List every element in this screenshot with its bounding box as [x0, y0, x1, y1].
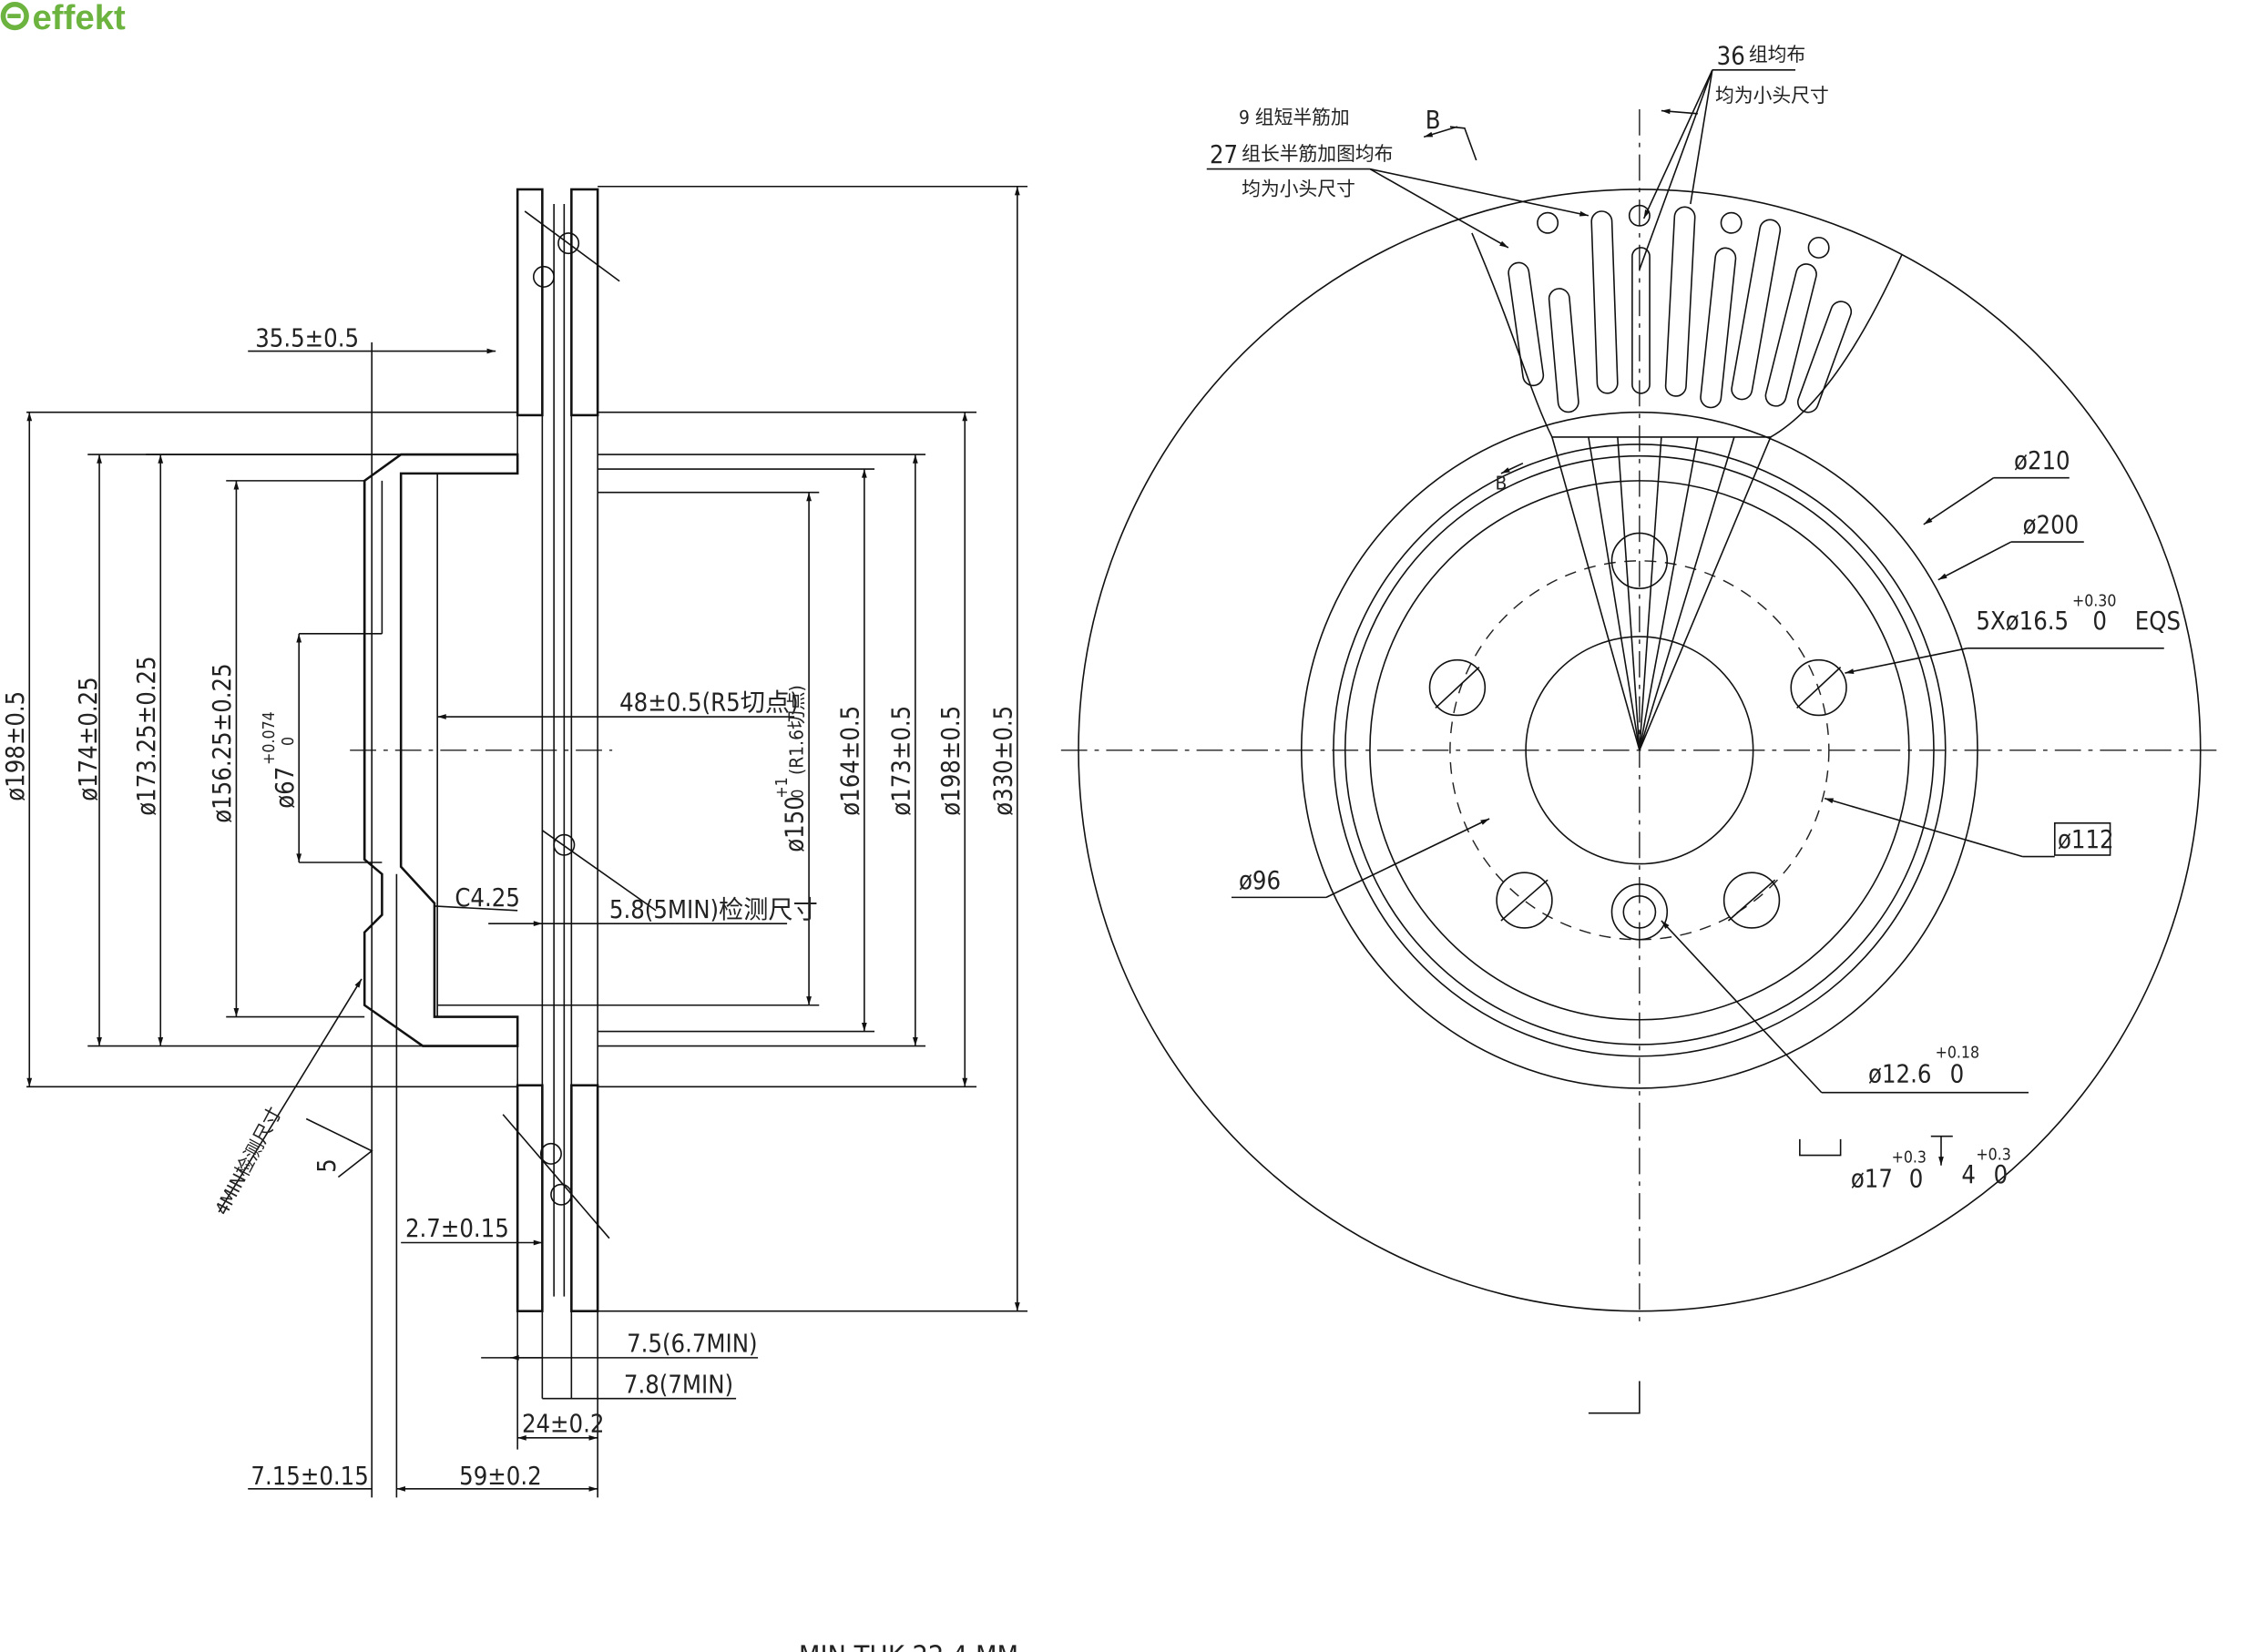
dim-67: ø67	[271, 767, 300, 809]
dim-7-15: 7.15±0.15	[250, 1463, 368, 1491]
dim-holes: 5Xø16.5	[1976, 607, 2069, 636]
note-36-line2: 均为小头尺寸	[1715, 85, 1829, 107]
note-ribs-line2: 组长半筋加图均布	[1242, 143, 1393, 165]
svg-text:effekt: effekt	[32, 0, 126, 37]
effekt-logo: effekt	[0, 0, 126, 37]
dim-173: ø173±0.5	[887, 706, 915, 816]
dim-depth-tol-upper: +0.3	[1976, 1146, 2010, 1164]
front-view: 9 组短半筋加 27 组长半筋加图均布 均为小头尺寸 36 组均布 均为小头尺寸…	[1060, 42, 2218, 1414]
dim-depth-tol-lower: 0	[1994, 1161, 2009, 1189]
roughness-symbol: 5	[313, 1158, 342, 1173]
dim-150-tol-lower: 0	[790, 790, 808, 799]
dim-depth: 4	[1961, 1161, 1976, 1189]
dim-59: 59±0.2	[459, 1463, 542, 1491]
dim-67-tol-lower: 0	[280, 737, 298, 746]
dim-200: ø200	[2023, 511, 2080, 539]
note-ribs-line1: 9 组短半筋加	[1239, 107, 1350, 128]
note-36-num: 36	[1717, 42, 1745, 70]
dim-150-note: (R1.6切点)	[786, 685, 808, 775]
dim-156-25: ø156.25±0.25	[209, 663, 237, 822]
dim-2-7: 2.7±0.15	[405, 1215, 509, 1243]
dim-7-5: 7.5(6.7MIN)	[627, 1330, 757, 1358]
dim-150: ø150	[782, 796, 810, 852]
dim-48: 48±0.5(R5切点)	[619, 689, 799, 718]
dim-24: 24±0.2	[522, 1410, 605, 1438]
vent-rib-detail	[1471, 204, 1903, 751]
dim-7-8: 7.8(7MIN)	[624, 1371, 733, 1399]
note-ribs-num: 27	[1210, 141, 1238, 169]
dim-12-6-tol-lower: 0	[1950, 1061, 1965, 1089]
dim-holes-tol-upper: +0.30	[2072, 592, 2116, 610]
dim-164: ø164±0.5	[836, 706, 864, 816]
dim-17: ø17	[1851, 1166, 1893, 1194]
dim-173-25: ø173.25±0.25	[133, 656, 161, 815]
dim-112: ø112	[2058, 826, 2114, 854]
note-36-line1: 组均布	[1749, 44, 1805, 66]
section-label-b: B	[1426, 107, 1441, 135]
dim-17-tol-upper: +0.3	[1892, 1149, 1927, 1168]
dim-holes-eqs: EQS	[2135, 607, 2181, 636]
dim-198: ø198±0.5	[2, 691, 30, 801]
side-section-view: ø198±0.5 ø174±0.25 ø173.25±0.25 ø156.25±…	[2, 185, 1028, 1498]
dim-5-8: 5.8(5MIN)检测尺寸	[609, 896, 818, 924]
dim-96: ø96	[1239, 867, 1281, 895]
dim-150-tol-upper: +1	[773, 777, 792, 798]
dim-35-5: 35.5±0.5	[255, 325, 359, 353]
min-thickness-note: MIN THK 22.4 MM.	[799, 1640, 1027, 1652]
dim-67-tol-upper: +0.074	[261, 711, 279, 765]
dim-holes-tol-lower: 0	[2092, 607, 2107, 636]
dim-330: ø330±0.5	[989, 706, 1017, 816]
dim-12-6-tol-upper: +0.18	[1936, 1044, 1979, 1062]
dim-210: ø210	[2014, 447, 2070, 475]
dim-12-6: ø12.6	[1868, 1061, 1931, 1089]
section-label-b2: B	[1496, 472, 1508, 494]
note-ribs-line3: 均为小头尺寸	[1242, 178, 1355, 199]
dim-198b: ø198±0.5	[937, 706, 966, 816]
dim-17-tol-lower: 0	[1909, 1166, 1924, 1194]
bolt-holes	[1428, 532, 1847, 941]
dim-4min: 4MIN检测尺寸	[210, 1103, 286, 1219]
chamfer-c4-25: C4.25	[455, 884, 520, 913]
dim-174: ø174±0.25	[75, 677, 103, 801]
